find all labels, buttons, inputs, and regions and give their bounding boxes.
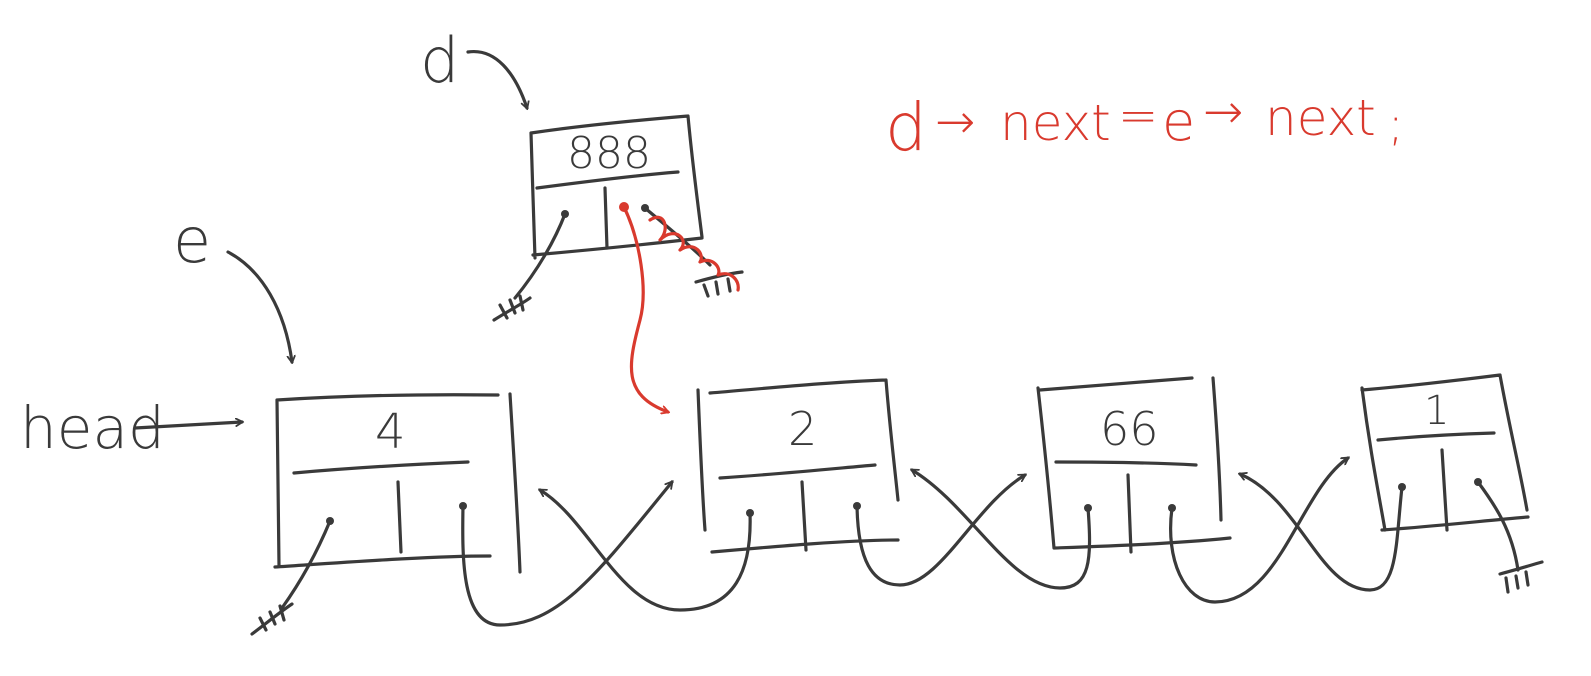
node-66-prev-arrow — [912, 468, 1092, 590]
code-equals: = — [1118, 88, 1158, 144]
node-4-separator — [396, 480, 403, 554]
node-66-value: 66 — [1100, 402, 1159, 456]
node-66-separator — [1126, 473, 1133, 554]
node-1-value: 1 — [1424, 388, 1449, 434]
code-pointer-d: d — [885, 89, 927, 166]
pointer-e: e — [173, 204, 292, 362]
node-2-divider — [718, 463, 877, 480]
code-pointer-e: e — [1162, 90, 1195, 153]
new-node-prev-line — [513, 212, 567, 300]
node-1-null-ground — [1498, 560, 1544, 594]
pointer-d: d — [420, 24, 527, 108]
code-field-next-2: next — [1265, 89, 1376, 147]
list-node: 1 — [1240, 373, 1544, 594]
node-2-value: 2 — [788, 402, 817, 456]
new-node-outline — [529, 114, 704, 260]
new-node: 888 — [492, 114, 744, 412]
new-node-new-next-arrow — [622, 205, 668, 412]
pointer-d-arrow — [466, 50, 527, 108]
head-arrow — [133, 422, 242, 430]
node-1-separator — [1440, 448, 1449, 532]
node-4-divider — [292, 460, 470, 475]
node-4-outline — [273, 392, 522, 574]
code-field-next-1: next — [1000, 94, 1111, 152]
label-e: e — [173, 204, 211, 277]
list-node: 66 — [912, 376, 1348, 604]
pointer-e-arrow — [226, 250, 292, 362]
code-semicolon: ; — [1388, 97, 1404, 151]
node-1-outline — [1360, 373, 1530, 532]
node-66-divider — [1054, 460, 1198, 467]
head-pointer: head — [20, 394, 242, 462]
list-node: 4 — [250, 392, 672, 636]
node-2-next-arrow — [855, 473, 1025, 587]
node-66-next-arrow — [1169, 456, 1348, 604]
node-1-divider — [1376, 431, 1496, 442]
code-arrow-1: → — [935, 94, 975, 150]
new-node-divider — [535, 170, 680, 190]
label-d: d — [420, 24, 459, 97]
node-4-next-arrow — [461, 482, 672, 627]
list-node: 2 — [540, 378, 1025, 612]
new-node-prev-null-ground — [492, 294, 532, 322]
node-4-prev-line — [280, 519, 332, 610]
node-2-separator — [800, 480, 808, 552]
new-node-value: 888 — [567, 128, 651, 179]
node-2-outline — [696, 378, 900, 554]
cross-out-scribble — [648, 215, 740, 292]
node-4-null-ground — [250, 602, 294, 636]
code-arrow-2: → — [1203, 84, 1243, 140]
code-statement: d → next = e → next ; — [885, 84, 1404, 166]
new-node-separator — [603, 186, 609, 250]
node-1-prev-arrow — [1240, 474, 1404, 592]
node-1-next-line — [1476, 480, 1520, 572]
node-2-prev-arrow — [540, 488, 752, 612]
node-4-value: 4 — [375, 404, 406, 460]
node-66-outline — [1036, 376, 1232, 550]
